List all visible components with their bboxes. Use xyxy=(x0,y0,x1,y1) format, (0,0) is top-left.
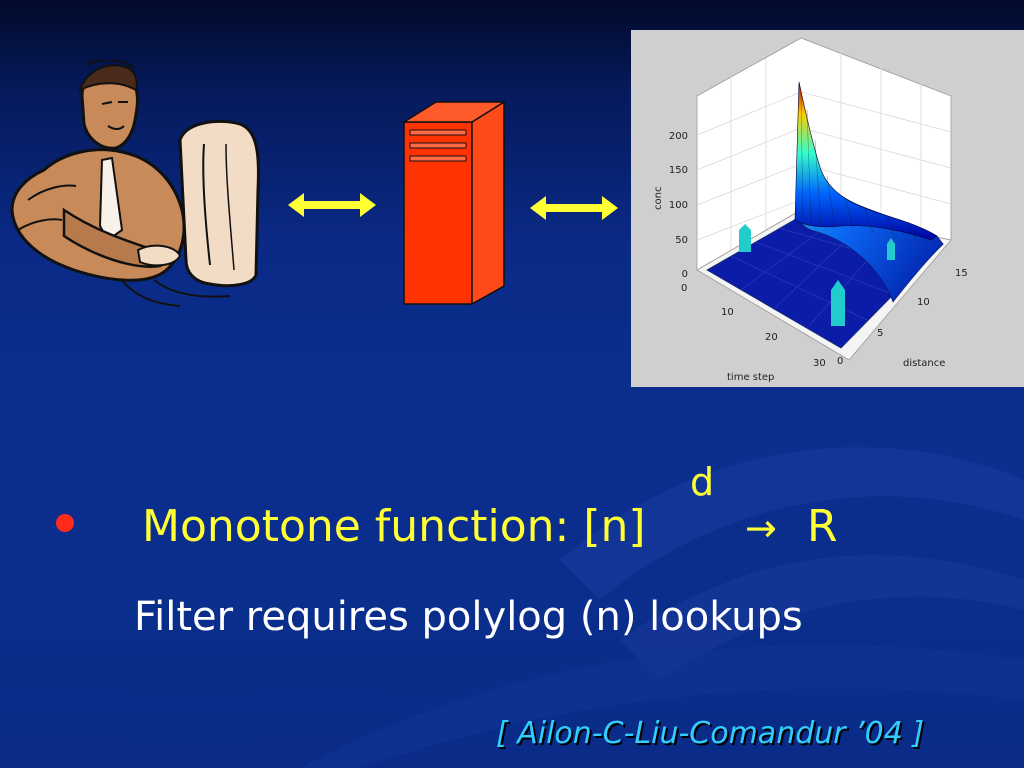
y-tick-label: 10 xyxy=(917,297,930,308)
double-headed-arrow-icon xyxy=(530,196,618,220)
z-tick-label: 150 xyxy=(669,165,688,176)
bullet-dot-icon xyxy=(56,514,74,532)
z-tick-label: 50 xyxy=(675,235,688,246)
x-tick-label: 10 xyxy=(721,307,734,318)
x-tick-label: 20 xyxy=(765,332,778,343)
exponent-superscript: d xyxy=(690,460,715,504)
z-axis-label: conc xyxy=(653,187,664,210)
server-tower-icon xyxy=(401,100,507,306)
range-symbol: R xyxy=(807,501,838,552)
z-tick-label: 0 xyxy=(682,269,688,280)
x-axis-label: time step xyxy=(727,372,774,383)
double-headed-arrow-icon xyxy=(288,193,376,217)
bullet-item: Monotone function: [n] d → R xyxy=(50,462,970,560)
person-at-computer-icon xyxy=(10,60,260,307)
bullet-subtext: Filter requires polylog (n) lookups xyxy=(134,594,803,640)
surface-plot-image: 200 150 100 50 0 conc 0 10 20 30 time st… xyxy=(631,30,1024,387)
citation: [ Ailon-C-Liu-Comandur ’04 ] xyxy=(496,716,925,751)
y-tick-label: 5 xyxy=(877,328,883,339)
y-axis-label: distance xyxy=(903,358,945,369)
right-arrow-icon: → xyxy=(745,506,777,550)
y-tick-label: 0 xyxy=(837,356,843,367)
x-tick-label: 0 xyxy=(681,283,687,294)
y-tick-label: 15 xyxy=(955,268,968,279)
z-tick-label: 100 xyxy=(669,200,688,211)
z-tick-label: 200 xyxy=(669,131,688,142)
x-tick-label: 30 xyxy=(813,358,826,369)
surface-plot-graphic: 200 150 100 50 0 conc 0 10 20 30 time st… xyxy=(631,30,1024,387)
bullet-text: Monotone function: [n] xyxy=(142,501,646,552)
